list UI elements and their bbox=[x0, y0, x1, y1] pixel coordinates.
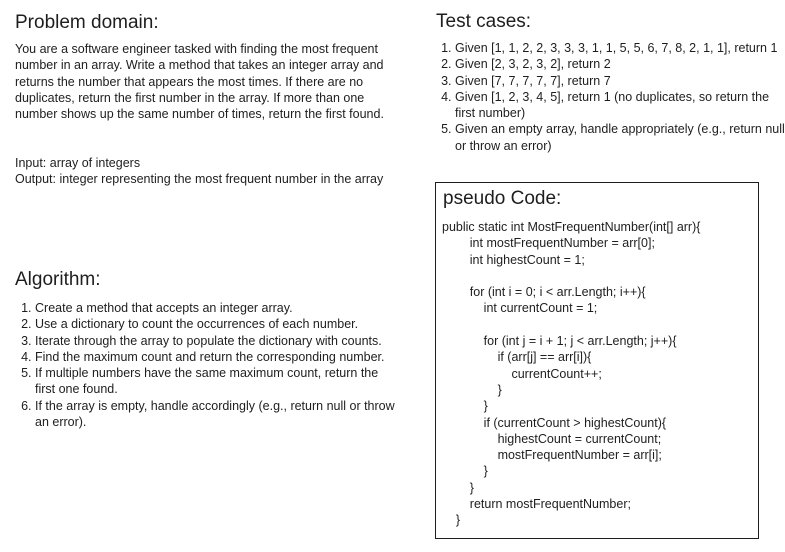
algorithm-step: If the array is empty, handle accordingl… bbox=[35, 398, 400, 431]
tests-heading: Test cases: bbox=[436, 11, 532, 32]
test-case: Given [7, 7, 7, 7, 7], return 7 bbox=[455, 73, 785, 89]
test-case: Given [2, 3, 2, 3, 2], return 2 bbox=[455, 56, 785, 72]
code-line: int highestCount = 1; bbox=[442, 252, 585, 267]
code-line: currentCount++; bbox=[442, 366, 602, 381]
code-line: highestCount = currentCount; bbox=[442, 431, 662, 446]
code-line: if (currentCount > highestCount){ bbox=[442, 415, 667, 430]
code-line: } bbox=[442, 399, 488, 414]
code-line: int currentCount = 1; bbox=[442, 301, 598, 316]
code-line: for (int j = i + 1; j < arr.Length; j++)… bbox=[442, 334, 677, 349]
algorithm-steps: Create a method that accepts an integer … bbox=[15, 300, 400, 430]
algorithm-step: Iterate through the array to populate th… bbox=[35, 333, 400, 349]
algorithm-step: Find the maximum count and return the co… bbox=[35, 349, 400, 365]
code-line: } bbox=[442, 480, 474, 495]
problem-description: You are a software engineer tasked with … bbox=[15, 42, 384, 122]
code-line: int mostFrequentNumber = arr[0]; bbox=[442, 236, 655, 251]
test-case: Given an empty array, handle appropriate… bbox=[455, 121, 785, 154]
code-line bbox=[442, 317, 700, 333]
algorithm-step: Use a dictionary to count the occurrence… bbox=[35, 316, 400, 332]
problem-heading: Problem domain: bbox=[15, 12, 159, 33]
algorithm-step: Create a method that accepts an integer … bbox=[35, 300, 400, 316]
algorithm-heading: Algorithm: bbox=[15, 269, 101, 290]
pseudo-code-block: public static int MostFrequentNumber(int… bbox=[442, 219, 700, 529]
code-line: } bbox=[442, 464, 488, 479]
code-line: if (arr[j] == arr[i]){ bbox=[442, 350, 592, 365]
problem-output: Output: integer representing the most fr… bbox=[15, 172, 384, 186]
pseudo-code-heading: pseudo Code: bbox=[443, 188, 562, 209]
test-cases-list: Given [1, 1, 2, 2, 3, 3, 3, 1, 1, 5, 5, … bbox=[435, 40, 785, 154]
test-case: Given [1, 2, 3, 4, 5], return 1 (no dupl… bbox=[455, 89, 785, 122]
code-line: mostFrequentNumber = arr[i]; bbox=[442, 448, 662, 463]
code-line: } bbox=[442, 513, 461, 528]
test-case: Given [1, 1, 2, 2, 3, 3, 3, 1, 1, 5, 5, … bbox=[455, 40, 785, 56]
pseudo-code-box: pseudo Code: public static int MostFrequ… bbox=[435, 182, 759, 539]
algorithm-step: If multiple numbers have the same maximu… bbox=[35, 365, 400, 398]
code-line: return mostFrequentNumber; bbox=[442, 497, 631, 512]
code-line: } bbox=[442, 382, 502, 397]
code-line bbox=[442, 268, 700, 284]
code-line: for (int i = 0; i < arr.Length; i++){ bbox=[442, 285, 646, 300]
code-line: public static int MostFrequentNumber(int… bbox=[442, 220, 701, 234]
problem-input: Input: array of integers bbox=[15, 156, 141, 170]
